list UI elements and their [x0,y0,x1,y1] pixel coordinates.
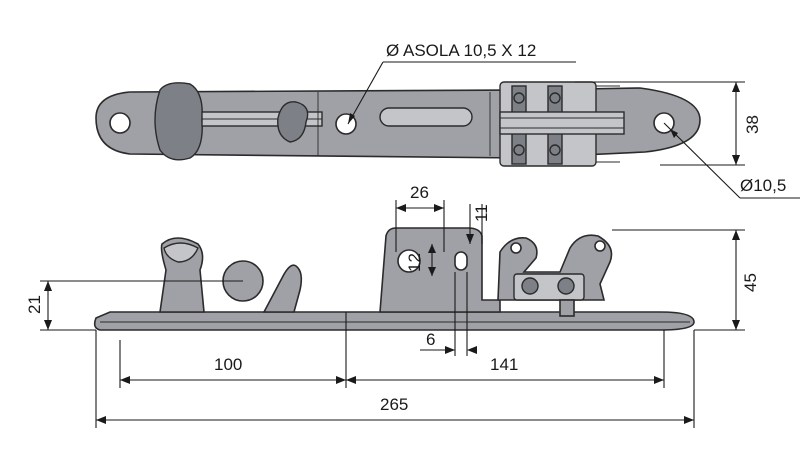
side-latch [497,234,613,317]
dim-6-label: 6 [426,330,435,349]
dim-26-label: 26 [410,183,429,202]
top-recess [379,107,473,127]
dim-141: 141 [346,330,665,388]
dim-265: 265 [95,330,695,428]
side-bracket-slot [397,249,421,273]
top-mechanism [499,81,625,167]
dim-6: 6 [420,272,477,356]
dim-100-label: 100 [214,355,242,374]
dim-12: 12 [405,244,436,276]
dim-11-label: 11 [472,204,491,222]
slot-label: Ø ASOLA 10,5 X 12 [386,41,536,60]
hole-dia-label: Ø10,5 [740,176,786,195]
dim-38-label: 38 [743,115,762,134]
dim-141-label: 141 [490,355,518,374]
dim-45-label: 45 [741,273,760,292]
top-cam [277,101,309,143]
dim-45: 45 [612,229,760,331]
side-view [93,227,695,331]
side-base-plate [93,311,695,331]
dim-12-label: 12 [405,253,424,272]
hole-callout: Ø10,5 [663,122,800,199]
top-left-hole [109,112,131,134]
dim-265-label: 265 [380,395,408,414]
side-hook [262,264,303,313]
dim-38: 38 [575,81,762,166]
dim-11: 11 [466,204,491,244]
dim-21-label: 21 [25,295,44,314]
dim-26: 26 [395,183,445,252]
top-view [95,81,701,167]
slot-callout: Ø ASOLA 10,5 X 12 [347,41,576,125]
dim-21: 21 [25,280,243,331]
top-left-knob [154,82,203,161]
dim-100: 100 [119,312,347,388]
